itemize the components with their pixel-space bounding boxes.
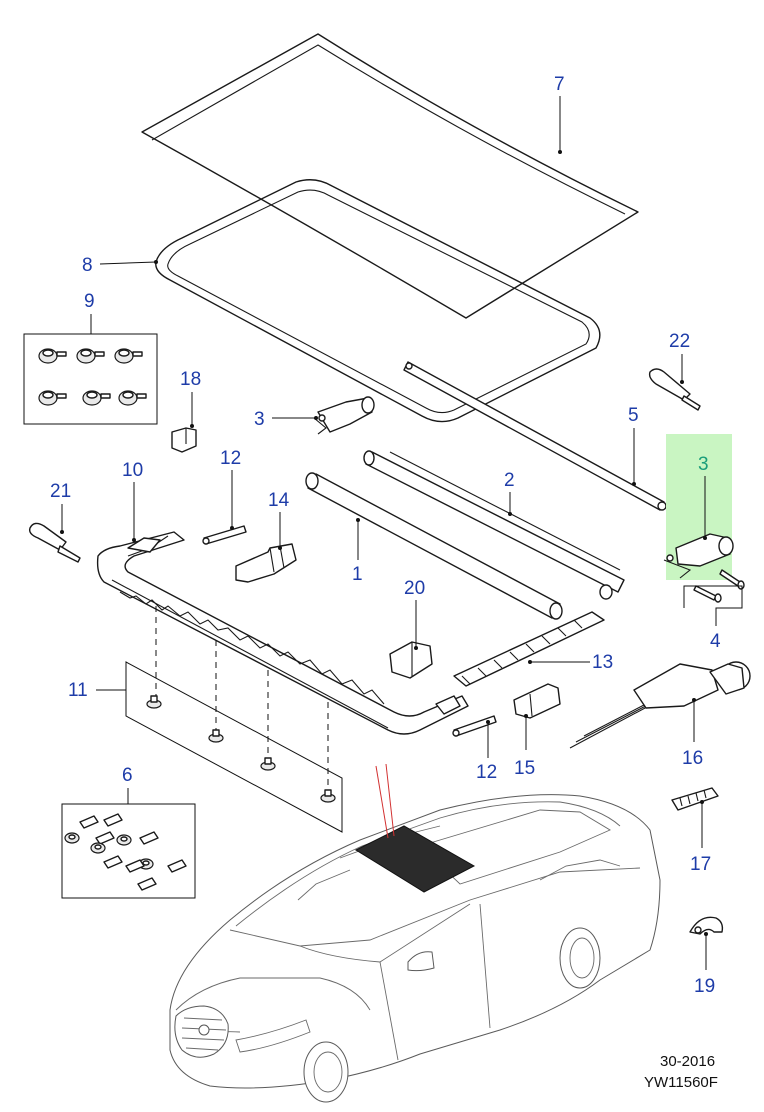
sunblind-roller-upper[interactable]: [363, 450, 625, 600]
glass-panel[interactable]: [141, 33, 639, 319]
callout-21[interactable]: 21: [50, 481, 71, 502]
threaded-stud: [320, 789, 336, 803]
callout-16[interactable]: 16: [682, 748, 703, 769]
callout-5[interactable]: 5: [628, 405, 639, 426]
callout-4[interactable]: 4: [710, 631, 721, 652]
callout-22[interactable]: 22: [669, 331, 690, 352]
screw-grommet: [38, 348, 67, 364]
cable-bracket-lower[interactable]: [452, 715, 497, 737]
fastener-kit-box[interactable]: [23, 333, 158, 425]
retaining-clip[interactable]: [171, 427, 197, 453]
fastener-set-11[interactable]: [125, 606, 343, 833]
callout-17[interactable]: 17: [690, 854, 711, 875]
callout-12-upper[interactable]: 12: [220, 448, 241, 469]
mounting-bracket-14[interactable]: [235, 543, 297, 583]
rubber-grommet: [64, 832, 80, 844]
sunroof-motor-highlighted[interactable]: [663, 533, 734, 579]
mounting-bracket-15[interactable]: [513, 683, 561, 719]
callout-12-lower[interactable]: 12: [476, 762, 497, 783]
rubber-grommet: [90, 842, 106, 854]
mounting-bracket-20[interactable]: [389, 641, 433, 679]
spring-17[interactable]: [671, 787, 719, 811]
callout-20[interactable]: 20: [404, 578, 425, 599]
callout-6[interactable]: 6: [122, 765, 133, 786]
bumper-pad: [139, 831, 159, 845]
screw-grommet: [118, 390, 147, 406]
sunroof-frame[interactable]: [96, 531, 469, 735]
screw-grommet: [38, 390, 67, 406]
sunroof-opening: [354, 825, 476, 893]
callout-13[interactable]: 13: [592, 652, 613, 673]
reference-date: 30-2016: [660, 1053, 715, 1070]
callout-10[interactable]: 10: [122, 460, 143, 481]
leader-lines: [60, 96, 743, 970]
reference-code: YW11560F: [644, 1074, 718, 1091]
callout-14[interactable]: 14: [268, 490, 290, 511]
bumper-pad-kit[interactable]: [61, 803, 196, 899]
screw-grommet: [76, 348, 105, 364]
drain-tube-rod[interactable]: [403, 361, 667, 511]
end-cap-19[interactable]: [689, 916, 724, 935]
callout-9[interactable]: 9: [84, 291, 95, 312]
wind-deflector-mesh[interactable]: [453, 611, 605, 687]
callout-15[interactable]: 15: [514, 758, 535, 779]
glass-seal-frame[interactable]: [155, 179, 601, 423]
sunblind-roller-lower[interactable]: [305, 472, 563, 620]
bumper-pad: [137, 877, 157, 891]
sunroof-motor-cable-assembly[interactable]: [569, 661, 751, 749]
pin-fastener-21[interactable]: [28, 522, 81, 563]
brand-emblem: [198, 1024, 210, 1036]
callout-7[interactable]: 7: [554, 74, 565, 95]
diagram-reference: 30-2016 YW11560F: [644, 1053, 718, 1091]
bumper-pad: [79, 815, 99, 829]
callout-1[interactable]: 1: [352, 564, 363, 585]
cable-bracket-upper[interactable]: [202, 525, 247, 545]
vehicle-illustration: [169, 763, 661, 1103]
pin-fastener-22[interactable]: [648, 368, 701, 411]
rubber-grommet: [116, 834, 132, 846]
callout-3-highlighted[interactable]: 3: [698, 454, 709, 475]
callout-8[interactable]: 8: [82, 255, 93, 276]
callout-labels: 7 8 9 3 18 22 5 3 21 10 12 14 2 1 4 20 1…: [50, 74, 721, 997]
threaded-stud: [260, 757, 276, 771]
callout-18[interactable]: 18: [180, 369, 201, 390]
bumper-pad: [103, 813, 123, 827]
bumper-pad: [103, 855, 123, 869]
bumper-pad: [125, 859, 145, 873]
callout-3-upper[interactable]: 3: [254, 409, 265, 430]
screw-grommet: [114, 348, 143, 364]
threaded-stud: [146, 695, 162, 709]
bumper-pad: [95, 831, 115, 845]
screw-grommet: [82, 390, 111, 406]
threaded-stud: [208, 729, 224, 743]
callout-11[interactable]: 11: [68, 680, 88, 701]
callout-2[interactable]: 2: [504, 470, 515, 491]
sunroof-motor-upper[interactable]: [313, 396, 375, 435]
bumper-pad: [167, 859, 187, 873]
callout-19[interactable]: 19: [694, 976, 715, 997]
